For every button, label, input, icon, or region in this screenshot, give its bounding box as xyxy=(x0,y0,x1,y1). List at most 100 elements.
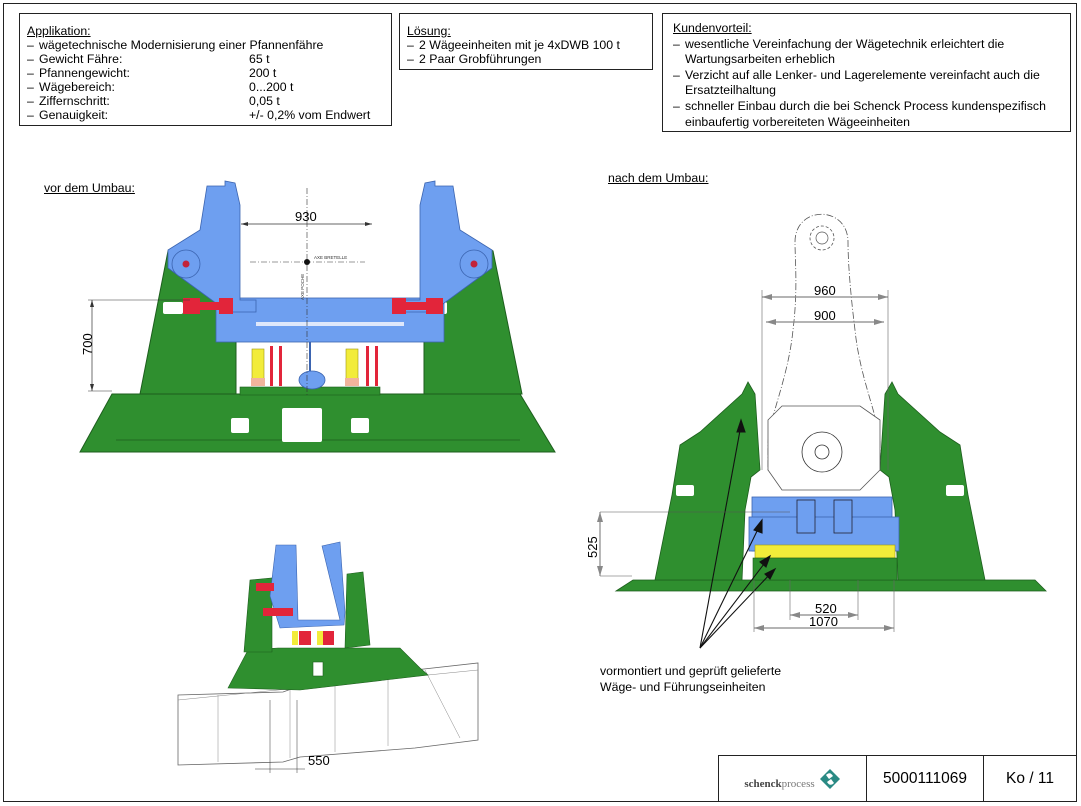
link-rod xyxy=(270,346,273,386)
dim-525: 525 xyxy=(585,536,600,558)
benefit-item-line: wesentliche Vereinfachung der Wägetechni… xyxy=(685,36,1005,51)
after-left-tower xyxy=(654,381,761,581)
benefit-item: –Verzicht auf alle Lenker- und Lagerelem… xyxy=(673,68,1070,99)
iso-loadcell xyxy=(317,631,323,645)
benefit-item-line: Wartungsarbeiten erheblich xyxy=(685,52,835,67)
spec-label: Ziffernschritt: xyxy=(39,94,110,108)
left-side-bearing xyxy=(183,298,200,314)
axis-marker xyxy=(304,259,310,265)
benefit-item-line: Ersatzteilhaltung xyxy=(685,83,776,98)
benefit-item-line: Verzicht auf alle Lenker- und Lagereleme… xyxy=(685,67,1040,82)
tower-window xyxy=(163,302,183,314)
carrier-beam-slot xyxy=(256,322,404,326)
page-frame xyxy=(3,3,1077,802)
base-window xyxy=(351,418,369,433)
dim-930: 930 xyxy=(295,209,317,224)
iso-bearing xyxy=(263,608,293,616)
solution-box: Lösung: –2 Wägeeinheiten mit je 4xDWB 10… xyxy=(399,13,653,70)
link-rod xyxy=(279,346,282,386)
iso-carrier xyxy=(269,541,346,629)
spec-row: –Gewicht Fähre:65 t xyxy=(27,52,270,66)
tower-window xyxy=(946,485,964,496)
dim-1070: 1070 xyxy=(809,614,838,629)
application-box: Applikation: –wägetechnische Modernisier… xyxy=(19,13,392,126)
benefit-item: –schneller Einbau durch die bei Schenck … xyxy=(673,99,1070,130)
spec-row: –Genauigkeit:+/- 0,2% vom Endwert xyxy=(27,108,371,122)
iso-bearing xyxy=(322,631,334,645)
solution-item: –2 Wägeeinheiten mit je 4xDWB 100 t xyxy=(407,38,620,52)
application-intro: –wägetechnische Modernisierung einer Pfa… xyxy=(27,38,324,52)
company-logo: schenckprocess xyxy=(719,756,867,802)
callout-arrows xyxy=(699,418,777,649)
left-carrier-arm xyxy=(167,180,257,313)
pivot-pin xyxy=(470,260,478,268)
benefit-box: Kundenvorteil: –wesentliche Vereinfachun… xyxy=(662,13,1071,132)
document-number: 5000111069 xyxy=(867,756,984,802)
dim-520: 520 xyxy=(815,601,837,616)
spec-label: Pfannengewicht: xyxy=(39,66,130,80)
base-window xyxy=(282,408,322,442)
benefit-item-line: schneller Einbau durch die bei Schenck P… xyxy=(685,98,1046,113)
axis-label-h: AXE BRETELLE xyxy=(314,255,347,260)
solution-item-text: 2 Paar Grobführungen xyxy=(419,52,542,66)
dim-700: 700 xyxy=(80,333,95,355)
load-cell-foot xyxy=(251,378,265,386)
spec-label: Gewicht Fähre: xyxy=(39,52,123,66)
after-caption: vormontiert und geprüft gelieferte Wäge-… xyxy=(600,663,781,695)
benefit-item-line: einbaufertig vorbereiteten Wägeeinheiten xyxy=(685,114,910,129)
link-rod xyxy=(375,346,378,386)
spec-label: Wägebereich: xyxy=(39,80,115,94)
center-foot xyxy=(298,370,326,390)
logo-text-light: process xyxy=(781,778,815,790)
weighing-base xyxy=(752,557,898,581)
benefit-heading: Kundenvorteil: xyxy=(673,21,752,35)
sheet-number: Ko / 11 xyxy=(1006,770,1054,787)
spec-value: 0,05 t xyxy=(249,94,280,108)
tower-window xyxy=(676,485,694,496)
spec-value: +/- 0,2% vom Endwert xyxy=(249,108,371,122)
link-rod xyxy=(366,346,369,386)
after-right-tower xyxy=(879,381,986,581)
spec-row: –Wägebereich:0...200 t xyxy=(27,80,294,94)
spec-value: 200 t xyxy=(249,66,277,80)
base-window xyxy=(231,418,249,433)
right-side-bearing xyxy=(392,298,406,314)
axis-label-v: AXE POCHE xyxy=(300,274,305,300)
dim-960: 960 xyxy=(814,283,836,298)
application-heading: Applikation: xyxy=(27,24,91,38)
right-side-bearing xyxy=(404,302,426,310)
right-side-bearing xyxy=(426,298,443,314)
after-base xyxy=(614,579,1047,592)
load-cell-foot xyxy=(345,378,359,386)
logo-icon xyxy=(819,769,840,789)
logo-wordmark: schenckprocess xyxy=(744,778,814,790)
before-view-label: vor dem Umbau: xyxy=(44,181,135,195)
solution-heading: Lösung: xyxy=(407,24,451,38)
dim-550: 550 xyxy=(308,753,330,768)
iso-bearing xyxy=(299,631,311,645)
iso-window xyxy=(312,661,324,677)
iso-bearing xyxy=(256,583,274,591)
trunnion xyxy=(809,225,835,251)
load-cell-strip xyxy=(754,544,896,559)
left-side-bearing xyxy=(200,302,222,310)
iso-tower-right xyxy=(344,571,371,649)
pivot-pin xyxy=(182,260,190,268)
spec-label: Genauigkeit: xyxy=(39,108,109,122)
caption-line: Wäge- und Führungseinheiten xyxy=(600,680,766,694)
spec-row: –Pfannengewicht:200 t xyxy=(27,66,277,80)
caption-line: vormontiert und geprüft gelieferte xyxy=(600,664,782,678)
after-view-label: nach dem Umbau: xyxy=(608,171,709,185)
dim-900: 900 xyxy=(814,308,836,323)
spec-row: –Ziffernschritt:0,05 t xyxy=(27,94,280,108)
iso-tower-left xyxy=(243,577,273,653)
logo-text-bold: schenck xyxy=(744,778,782,790)
title-block: schenckprocess 5000111069 Ko / 11 xyxy=(718,755,1077,802)
spec-value: 0...200 t xyxy=(249,80,294,94)
solution-item-text: 2 Wägeeinheiten mit je 4xDWB 100 t xyxy=(419,38,620,52)
solution-item: –2 Paar Grobführungen xyxy=(407,52,542,66)
iso-loadcell xyxy=(292,631,298,645)
